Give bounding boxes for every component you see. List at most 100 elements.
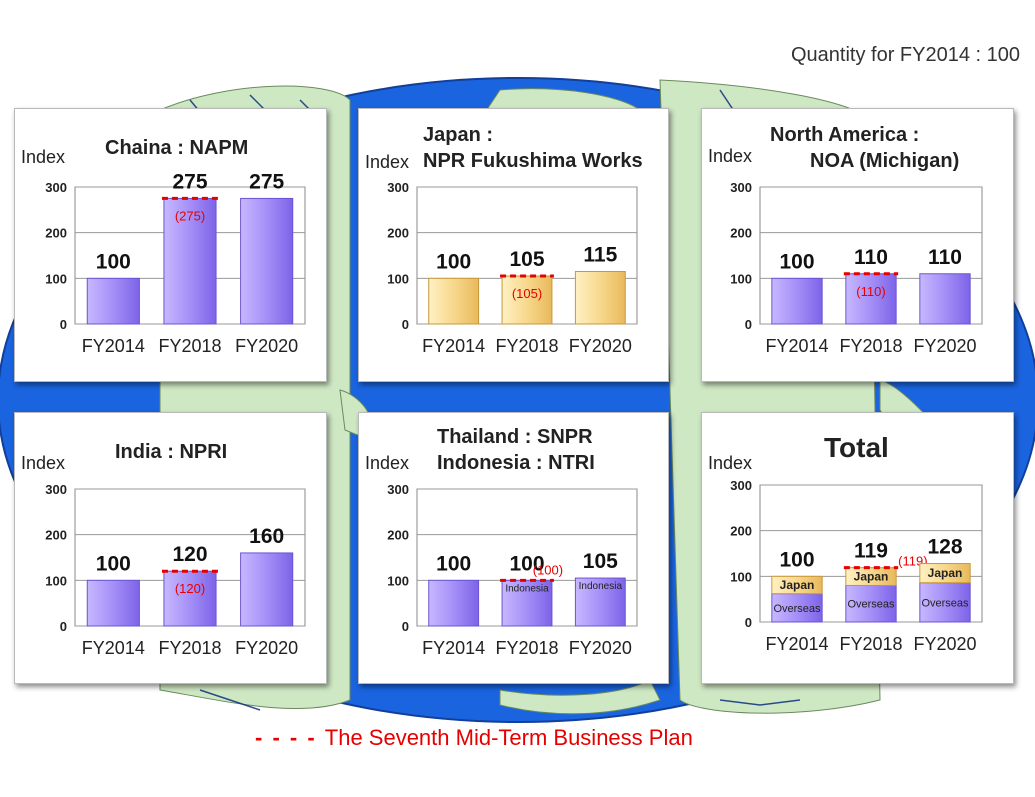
segment-label: Overseas [847, 599, 895, 611]
y-axis-label: Index [21, 453, 66, 473]
segment-label: Overseas [921, 597, 969, 609]
bar-chart: 0100200300100FY2014110(110)FY2018110FY20… [730, 180, 983, 356]
x-tick-label: FY2018 [839, 336, 902, 356]
data-label: 119 [854, 540, 888, 563]
y-tick-label: 0 [60, 317, 67, 332]
bar-segment-overseas [919, 582, 971, 623]
bar [501, 579, 553, 627]
y-tick-label: 100 [387, 573, 409, 588]
x-tick-label: FY2020 [913, 634, 976, 654]
y-tick-label: 200 [387, 528, 409, 543]
x-tick-label: FY2014 [765, 634, 828, 654]
plan-legend-dash: - - - - [255, 725, 325, 750]
x-tick-label: FY2020 [913, 336, 976, 356]
bar-chart: 0100200300100FY2014Indonesia100(100)FY20… [387, 482, 638, 658]
y-tick-label: 300 [45, 482, 67, 497]
bar [845, 273, 897, 325]
x-tick-label: FY2018 [158, 336, 221, 356]
bar-chart: 0100200300100FY2014105(105)FY2018115FY20… [387, 180, 638, 356]
x-tick-label: FY2018 [495, 638, 558, 658]
panel-thailand-indonesia: Index Thailand : SNPR Indonesia : NTRI 0… [358, 412, 669, 684]
x-tick-label: FY2014 [82, 336, 145, 356]
data-label: 128 [927, 536, 962, 559]
y-axis-label: Index [21, 147, 66, 167]
x-tick-label: FY2014 [422, 336, 485, 356]
bar [771, 277, 823, 325]
chart-title: Thailand : SNPR Indonesia : NTRI [437, 426, 595, 474]
data-label: 105 [509, 248, 544, 271]
data-label: 120 [172, 543, 207, 566]
data-label: 110 [854, 246, 888, 269]
data-label: 100 [509, 552, 544, 575]
y-tick-label: 300 [387, 180, 409, 195]
chart-title: Japan : NPR Fukushima Works [423, 124, 643, 172]
y-tick-label: 300 [730, 180, 752, 195]
data-label: 275 [249, 170, 284, 193]
y-tick-label: 300 [45, 180, 67, 195]
chart-title: Total [824, 432, 889, 463]
segment-label: Japan [780, 578, 815, 592]
y-tick-label: 0 [402, 619, 409, 634]
bar-segment-japan [919, 563, 971, 584]
segment-label: Japan [928, 566, 963, 580]
y-tick-label: 100 [730, 271, 752, 286]
data-label: 100 [779, 250, 814, 273]
x-tick-label: FY2020 [235, 638, 298, 658]
plan-label: (100) [533, 562, 563, 577]
segment-label: Indonesia [579, 581, 623, 592]
plan-label: (120) [175, 581, 205, 596]
data-label: 100 [436, 250, 471, 273]
chart-title: Chaina : NAPM [105, 137, 249, 159]
bar [240, 197, 294, 325]
bar [240, 552, 294, 627]
x-tick-label: FY2018 [158, 638, 221, 658]
plan-label: (105) [512, 286, 542, 301]
bar-segment-overseas [771, 593, 823, 623]
y-tick-label: 200 [730, 226, 752, 241]
y-tick-label: 200 [45, 528, 67, 543]
x-tick-label: FY2020 [569, 336, 632, 356]
bar [86, 579, 140, 627]
y-axis-label: Index [365, 453, 410, 473]
bar [163, 570, 217, 627]
data-label: 160 [249, 525, 284, 548]
y-tick-label: 0 [745, 317, 752, 332]
bar [574, 270, 626, 325]
bar [163, 197, 217, 325]
chart-title: India : NPRI [115, 441, 228, 463]
y-tick-label: 300 [730, 478, 752, 493]
x-tick-label: FY2014 [422, 638, 485, 658]
bar [919, 273, 971, 325]
data-label: 275 [172, 170, 207, 193]
plan-legend: - - - - The Seventh Mid-Term Business Pl… [255, 725, 815, 751]
plan-label: (110) [856, 284, 885, 299]
chart-title: North America : NOA (Michigan) [770, 124, 960, 172]
y-tick-label: 0 [402, 317, 409, 332]
quantity-note: Quantity for FY2014 : 100 [790, 44, 1020, 66]
plan-legend-text: The Seventh Mid-Term Business Plan [324, 725, 693, 750]
segment-label: Japan [854, 570, 889, 584]
x-tick-label: FY2014 [82, 638, 145, 658]
y-tick-label: 0 [745, 615, 752, 630]
y-tick-label: 100 [45, 573, 67, 588]
y-tick-label: 200 [730, 524, 752, 539]
segment-label: Overseas [773, 603, 821, 615]
data-label: 115 [583, 243, 617, 266]
bar-chart: 0100200300100FY2014275(275)FY2018275FY20… [45, 170, 306, 356]
data-label: 100 [779, 548, 814, 571]
data-label: 105 [583, 550, 618, 573]
y-tick-label: 0 [60, 619, 67, 634]
x-tick-label: FY2014 [765, 336, 828, 356]
segment-label: Indonesia [505, 583, 549, 594]
data-label: 100 [96, 552, 131, 575]
y-tick-label: 100 [730, 569, 752, 584]
bar-segment-japan [771, 575, 823, 595]
y-tick-label: 100 [387, 271, 409, 286]
y-axis-label: Index [365, 152, 410, 172]
